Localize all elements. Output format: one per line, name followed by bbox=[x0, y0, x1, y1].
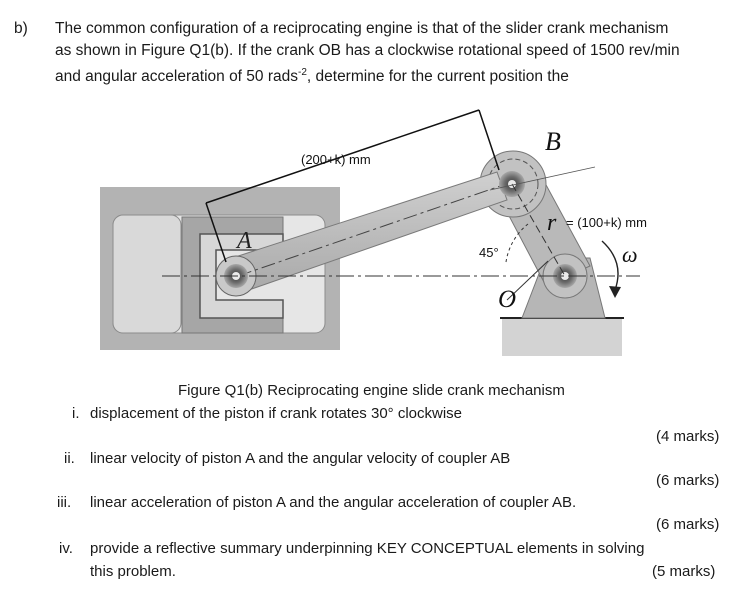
item-iii-num: iii. bbox=[57, 494, 72, 511]
item-iv-num: iv. bbox=[59, 540, 73, 557]
label-omega: ω bbox=[622, 242, 638, 267]
crank-dimension-label: = (100+k) mm bbox=[566, 215, 647, 230]
figure-caption: Figure Q1(b) Reciprocating engine slide … bbox=[178, 382, 565, 399]
item-iii-marks: (6 marks) bbox=[656, 516, 720, 533]
label-r: r bbox=[547, 210, 557, 236]
item-iv-text-2: this problem. bbox=[90, 563, 176, 580]
angle-label: 45° bbox=[479, 245, 499, 260]
item-ii-marks: (6 marks) bbox=[656, 472, 720, 489]
item-iii-text: linear acceleration of piston A and the … bbox=[90, 494, 577, 511]
item-ii-text: linear velocity of piston A and the angu… bbox=[90, 450, 511, 467]
coupler-dimension bbox=[205, 109, 500, 263]
coupler-link bbox=[215, 171, 513, 297]
question-label: b) bbox=[14, 20, 28, 37]
item-i-text: displacement of the piston if crank rota… bbox=[90, 405, 463, 422]
question-line-2: as shown in Figure Q1(b). If the crank O… bbox=[55, 42, 680, 59]
question-line-3-end: , determine for the current position the bbox=[306, 68, 569, 86]
item-ii-num: ii. bbox=[64, 450, 75, 467]
item-i-marks: (4 marks) bbox=[656, 428, 720, 445]
ground bbox=[500, 317, 624, 356]
item-iv-marks: (5 marks) bbox=[652, 563, 716, 580]
label-b: B bbox=[545, 127, 561, 156]
question-line-1: The common configuration of a reciprocat… bbox=[55, 20, 669, 37]
exponent: -2 bbox=[298, 67, 307, 78]
piston bbox=[181, 216, 284, 334]
question-line-3-text: and angular acceleration of 50 rads bbox=[55, 68, 298, 86]
label-a: A bbox=[235, 228, 252, 254]
omega-arrow bbox=[601, 240, 621, 298]
item-iv-text: provide a reflective summary underpinnin… bbox=[90, 540, 645, 557]
coupler-dimension-label: (200+k) mm bbox=[301, 152, 371, 167]
label-o: O bbox=[498, 286, 516, 313]
question-line-3: and angular acceleration of 50 rads-2, d… bbox=[55, 62, 569, 88]
item-i-num: i. bbox=[72, 405, 80, 422]
